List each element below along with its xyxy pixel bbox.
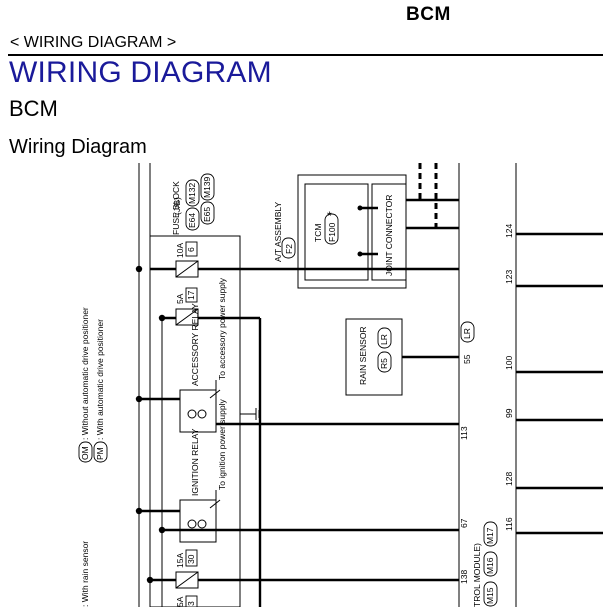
connector-oval [185, 207, 200, 231]
fuse-block-subtitle: (J/B) [172, 197, 182, 215]
pin-67: 67 [459, 518, 469, 528]
fuse-15a-rating: 15A [175, 553, 185, 568]
page-title: WIRING DIAGRAM [9, 56, 272, 89]
legend-pm-oval [93, 441, 108, 463]
header-rule [8, 54, 603, 56]
fuse-5a-number: 17 [186, 290, 196, 300]
accessory-relay-box [179, 389, 217, 433]
accessory-supply-label: To accessory power supply [217, 277, 227, 380]
connector-m16: M16 [485, 557, 495, 574]
subsection-title: Wiring Diagram [9, 136, 147, 158]
pin-138: 138 [459, 570, 469, 584]
legend-om-oval [78, 441, 93, 463]
connector-m139: M139 [202, 176, 212, 198]
accessory-relay-label: ACCESSORY RELAY [190, 303, 200, 386]
connector-oval [377, 327, 392, 349]
pin-123: 123 [504, 270, 514, 284]
section-title: BCM [9, 96, 58, 121]
connector-m15: M15 [485, 587, 495, 604]
fuse-5a-rating: 5A [175, 293, 185, 304]
connector-oval [483, 551, 498, 577]
joint-connector-label: JOINT CONNECTOR [384, 195, 394, 276]
pin-116: 116 [504, 517, 514, 531]
fuse-15a-number: 30 [186, 554, 196, 564]
tcm-box [304, 183, 369, 281]
rain-sensor-box [345, 318, 403, 396]
connector-oval [281, 237, 296, 259]
joint-connector-box [371, 183, 407, 281]
connector-oval [200, 173, 215, 201]
connector-oval [324, 213, 339, 245]
connector-oval [377, 351, 392, 373]
connector-oval [483, 521, 498, 547]
connector-oval [460, 321, 475, 343]
rain-option-tag: LR [462, 328, 472, 339]
fuse-bottom-rating: 5A [175, 596, 185, 607]
fuse-10a-rating: 10A [175, 243, 185, 258]
control-module-label: TROL MODULE) [472, 543, 482, 607]
tcm-mark: * [327, 209, 332, 223]
ignition-relay-box [179, 499, 217, 543]
pin-113: 113 [459, 426, 469, 440]
pin-99: 99 [504, 408, 514, 418]
wiring-diagram: FUSE BLOCK (J/B) M132 M139 E64 E65 10A 6… [78, 163, 603, 607]
pin-124: 124 [504, 224, 514, 238]
at-assembly-label: A/T ASSEMBLY [273, 202, 283, 262]
fuse-10a-number: 6 [186, 247, 196, 252]
rain-sensor-option: LR [379, 334, 389, 345]
legend-pm-code: PM [95, 447, 105, 460]
pin-55: 55 [462, 354, 472, 364]
fuse-block-title: FUSE BLOCK [171, 181, 181, 235]
connector-e65: E65 [202, 207, 212, 222]
header-title: BCM [406, 4, 451, 25]
connector-m132: M132 [187, 182, 197, 204]
ignition-supply-label: To ignition power supply [217, 399, 227, 490]
connector-oval [185, 179, 200, 207]
at-assembly-connector: F2 [284, 244, 294, 254]
rain-sensor-label: RAIN SENSOR [358, 326, 368, 385]
rain-sensor-connector: R5 [379, 358, 389, 369]
fuse-block-outline [149, 235, 241, 607]
ignition-relay-label: IGNITION RELAY [190, 428, 200, 496]
legend-om-code: OM [80, 446, 90, 460]
connector-oval [483, 581, 498, 607]
tcm-connector: F100 [327, 222, 337, 242]
breadcrumb[interactable]: < WIRING DIAGRAM > [10, 34, 177, 51]
fuse-bottom-number: 3 [186, 601, 196, 606]
connector-oval [200, 201, 215, 225]
connector-e64: E64 [187, 213, 197, 228]
legend-pm-text: : With automatic drive positioner [95, 319, 105, 440]
legend-om-text: : Without automatic drive positioner [80, 307, 90, 440]
legend-rain-text: : With rain sensor [80, 541, 90, 607]
connector-m17: M17 [485, 527, 495, 544]
pin-100: 100 [504, 356, 514, 370]
tcm-label: TCM [313, 224, 323, 242]
pin-128: 128 [504, 472, 514, 486]
